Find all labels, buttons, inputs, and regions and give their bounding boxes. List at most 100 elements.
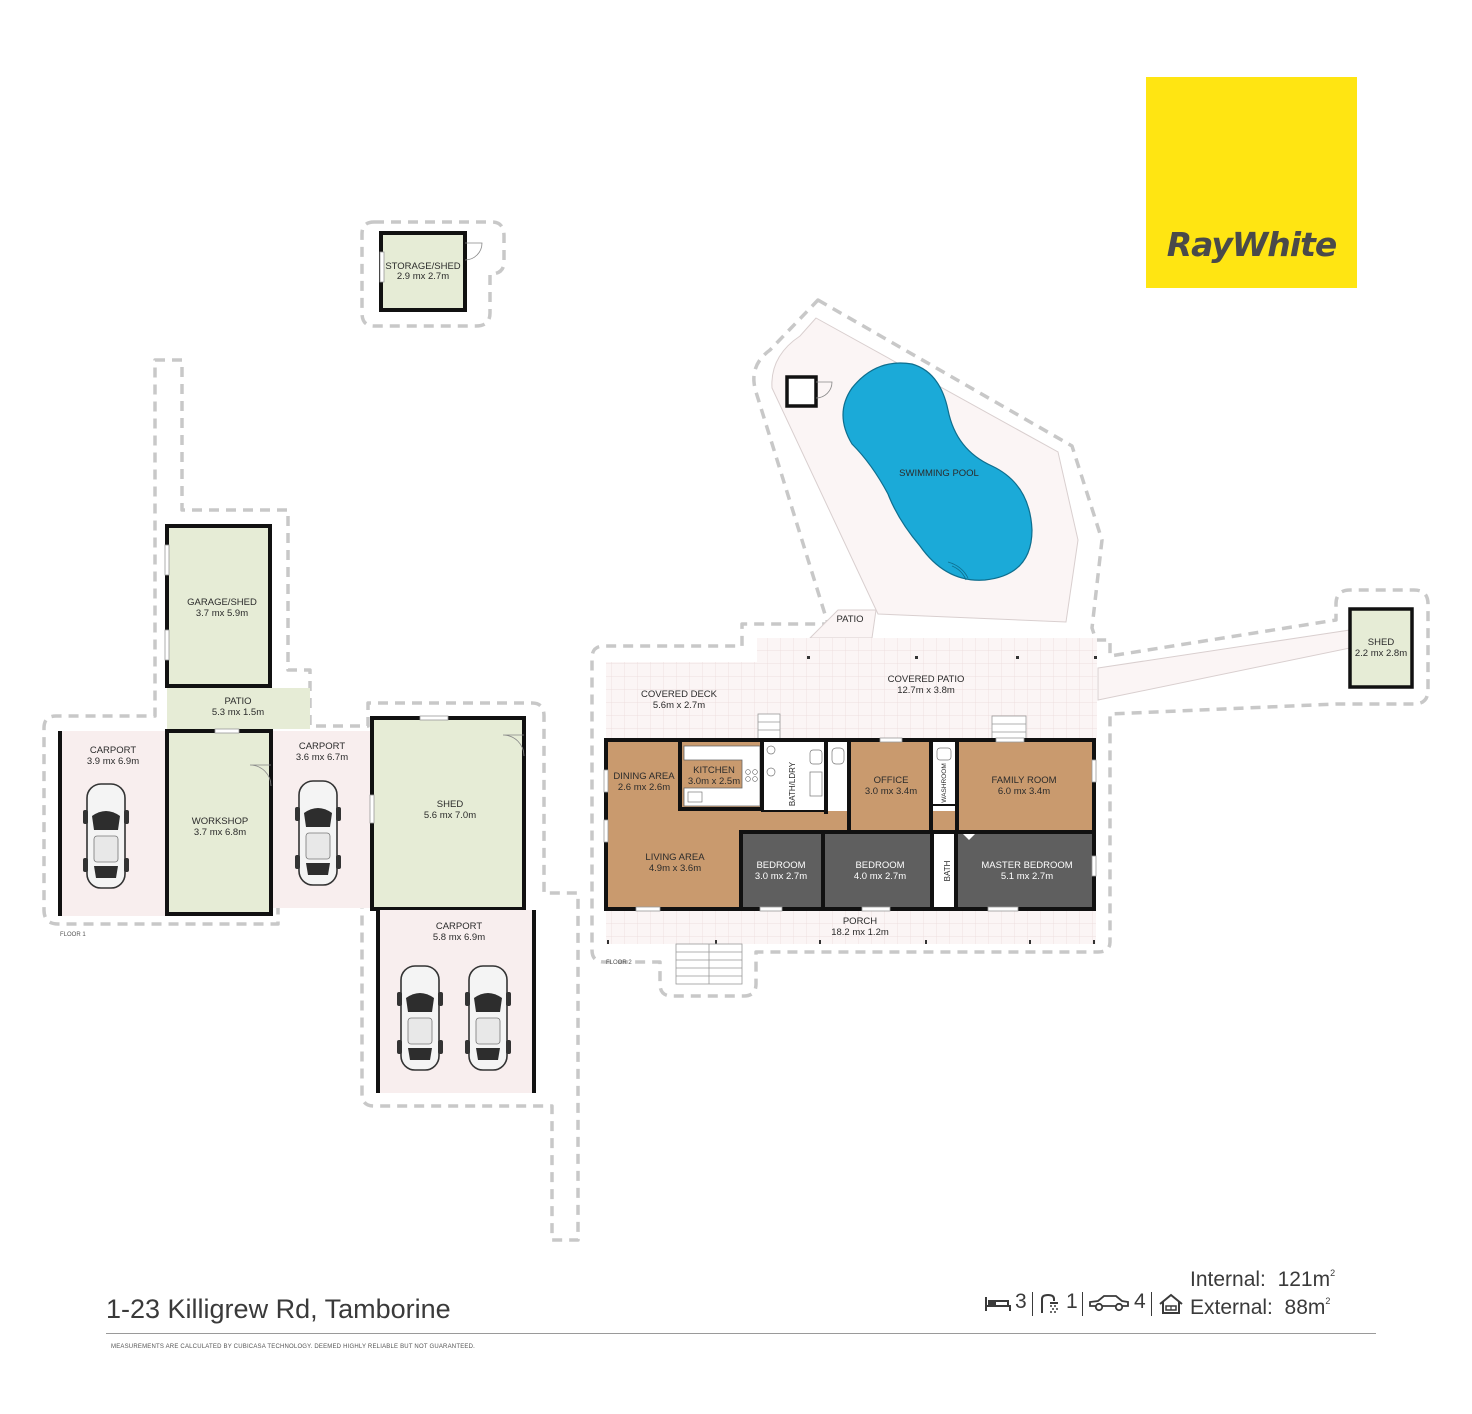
label-patio-left-size: 5.3 mx 1.5m [212,707,264,718]
external-value: 88m [1284,1296,1326,1319]
internal-label: Internal: [1190,1268,1266,1291]
internal-unit-sq: 2 [1330,1268,1336,1278]
bedroom-count: 3 [1015,1290,1027,1313]
stat-divider [1032,1292,1033,1316]
label-covered-deck-name: COVERED DECK [641,689,718,700]
house-icon [1159,1293,1183,1314]
label-bedroom-1-size: 3.0 mx 2.7m [755,871,807,882]
bedroom-1 [741,833,822,908]
label-living-area-name: LIVING AREA [645,852,705,863]
master-bedroom [957,833,1092,908]
label-storage-shed-size: 2.9 mx 2.7m [397,271,449,282]
label-storage-shed-name: STORAGE/SHED [385,261,460,272]
label-living-area-size: 4.9m x 3.6m [649,863,701,874]
bath-room [933,833,955,908]
dining-area [608,741,680,811]
label-kitchen-size: 3.0m x 2.5m [688,776,740,787]
bath-laundry [764,741,848,810]
label-carport-2-size: 3.6 mx 6.7m [296,752,348,763]
label-bedroom-2-size: 4.0 mx 2.7m [854,871,906,882]
label-family-room-name: FAMILY ROOM [991,775,1056,786]
workshop [165,728,273,916]
label-dining-area-name: DINING AREA [613,771,675,782]
stat-divider [1151,1292,1152,1316]
shed-big [369,715,526,911]
living-area [608,811,741,907]
label-bedroom-2-name: BEDROOM [855,860,904,871]
label-office-name: OFFICE [874,775,909,786]
label-porch-size: 18.2 mx 1.2m [831,927,889,938]
label-family-room-size: 6.0 mx 3.4m [998,786,1050,797]
label-covered-patio-name: COVERED PATIO [888,674,965,685]
bedroom-2 [824,833,931,908]
label-dining-area-size: 2.6 mx 2.6m [618,782,670,793]
label-washroom: WASHROOM [941,763,948,802]
label-workshop-size: 3.7 mx 6.8m [194,827,246,838]
car-icon [1089,1295,1129,1312]
raywhite-logo: RayWhite [1146,77,1357,288]
porch [606,910,1096,944]
label-garage-shed-name: GARAGE/SHED [187,597,257,608]
shed-small [1097,607,1414,701]
carport-3 [376,910,536,1093]
property-boundaries [42,220,1430,1242]
label-master-bedroom-name: MASTER BEDROOM [981,860,1072,871]
label-kitchen-name: KITCHEN [693,765,735,776]
carport-2 [273,731,372,908]
disclaimer: MEASUREMENTS ARE CALCULATED BY CUBICASA … [111,1344,475,1350]
label-covered-deck-size: 5.6m x 2.7m [653,700,705,711]
label-swimming-pool: SWIMMING POOL [899,468,979,479]
external-area: External: 88m2 [1190,1296,1330,1320]
washroom [933,741,955,803]
label-patio-pool: PATIO [836,614,863,625]
patio-left [167,688,310,729]
external-label: External: [1190,1296,1273,1319]
property-address: 1-23 Killigrew Rd, Tamborine [106,1294,451,1324]
office [851,741,931,831]
label-master-bedroom-size: 5.1 mx 2.7m [1001,871,1053,882]
label-garage-shed-size: 3.7 mx 5.9m [196,608,248,619]
bathroom-count: 1 [1066,1290,1078,1313]
label-carport-1-size: 3.9 mx 6.9m [87,756,139,767]
porch-stairs [675,943,743,985]
external-unit-sq: 2 [1325,1296,1331,1306]
carport-1 [58,731,167,916]
internal-value: 121m [1277,1268,1331,1291]
bath-icon [1041,1293,1058,1313]
car-space-count: 4 [1134,1290,1146,1313]
label-carport-1-name: CARPORT [90,745,136,756]
logo-text: RayWhite [1166,225,1338,264]
label-office-size: 3.0 mx 3.4m [865,786,917,797]
label-bath-ldry: BATH/LDRY [788,761,797,806]
label-workshop-name: WORKSHOP [192,816,248,827]
property-stats: Internal: 121m2 External: 88m2 3 1 4 [984,1268,1374,1328]
label-covered-patio-size: 12.7m x 3.8m [897,685,955,696]
pool-shed [785,375,833,408]
label-shed-big-size: 5.6 mx 7.0m [424,810,476,821]
footer-divider [106,1333,1376,1334]
label-shed-small-size: 2.2 mx 2.8m [1355,648,1407,659]
stat-divider [1082,1292,1083,1316]
label-porch-name: PORCH [843,916,877,927]
label-bedroom-1-name: BEDROOM [756,860,805,871]
storage-shed [379,231,483,312]
garage-shed [164,524,272,688]
internal-area: Internal: 121m2 [1190,1268,1335,1292]
bed-icon [985,1297,1011,1311]
label-bath: BATH [943,860,952,881]
label-patio-left-name: PATIO [224,696,251,707]
label-shed-big-name: SHED [437,799,464,810]
label-shed-small-name: SHED [1368,637,1395,648]
label-carport-3-size: 5.8 mx 6.9m [433,932,485,943]
covered-deck [606,662,758,740]
covered-patio [757,638,1097,740]
label-carport-2-name: CARPORT [299,741,345,752]
hallway [741,811,851,833]
room-labels: STORAGE/SHED 2.9 mx 2.7m GARAGE/SHED 3.7… [60,261,1407,966]
label-carport-3-name: CARPORT [436,921,482,932]
label-floor-2: FLOOR 2 [606,960,632,966]
family-room [957,741,1092,831]
label-floor-1: FLOOR 1 [60,932,86,938]
swimming-pool [842,362,1033,581]
